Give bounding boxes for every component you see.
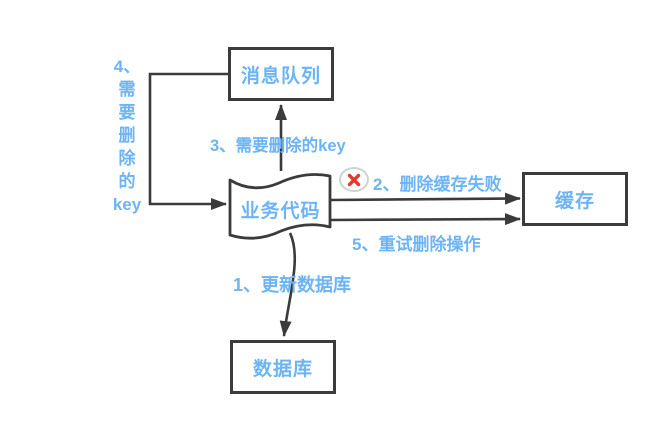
edge-step4-arrow xyxy=(148,72,228,210)
node-database: 数据库 xyxy=(230,340,336,394)
edge-step4-label: 4、 需 要 删 除 的 key xyxy=(112,57,142,214)
edge-step2-label: 2、删除缓存失败 xyxy=(373,175,502,194)
node-cache-label: 缓存 xyxy=(554,190,595,212)
edge-step5-arrow xyxy=(329,213,521,226)
edge-step3-label: 3、需要删除的key xyxy=(210,137,346,155)
edge-step1-label: 1、更新数据库 xyxy=(233,275,352,295)
edge-step5-label: 5、重试删除操作 xyxy=(352,235,481,254)
node-cache: 缓存 xyxy=(522,172,628,226)
business-code-shape xyxy=(228,173,332,240)
node-message-queue-label: 消息队列 xyxy=(240,65,321,87)
edge-step2-arrow xyxy=(329,192,521,205)
error-x-icon xyxy=(347,173,361,186)
node-business-code-label: 业务代码 xyxy=(240,201,321,222)
error-badge xyxy=(339,167,369,192)
node-message-queue: 消息队列 xyxy=(228,47,334,101)
node-database-label: 数据库 xyxy=(252,358,313,380)
edge-step1-arrow xyxy=(279,232,297,337)
